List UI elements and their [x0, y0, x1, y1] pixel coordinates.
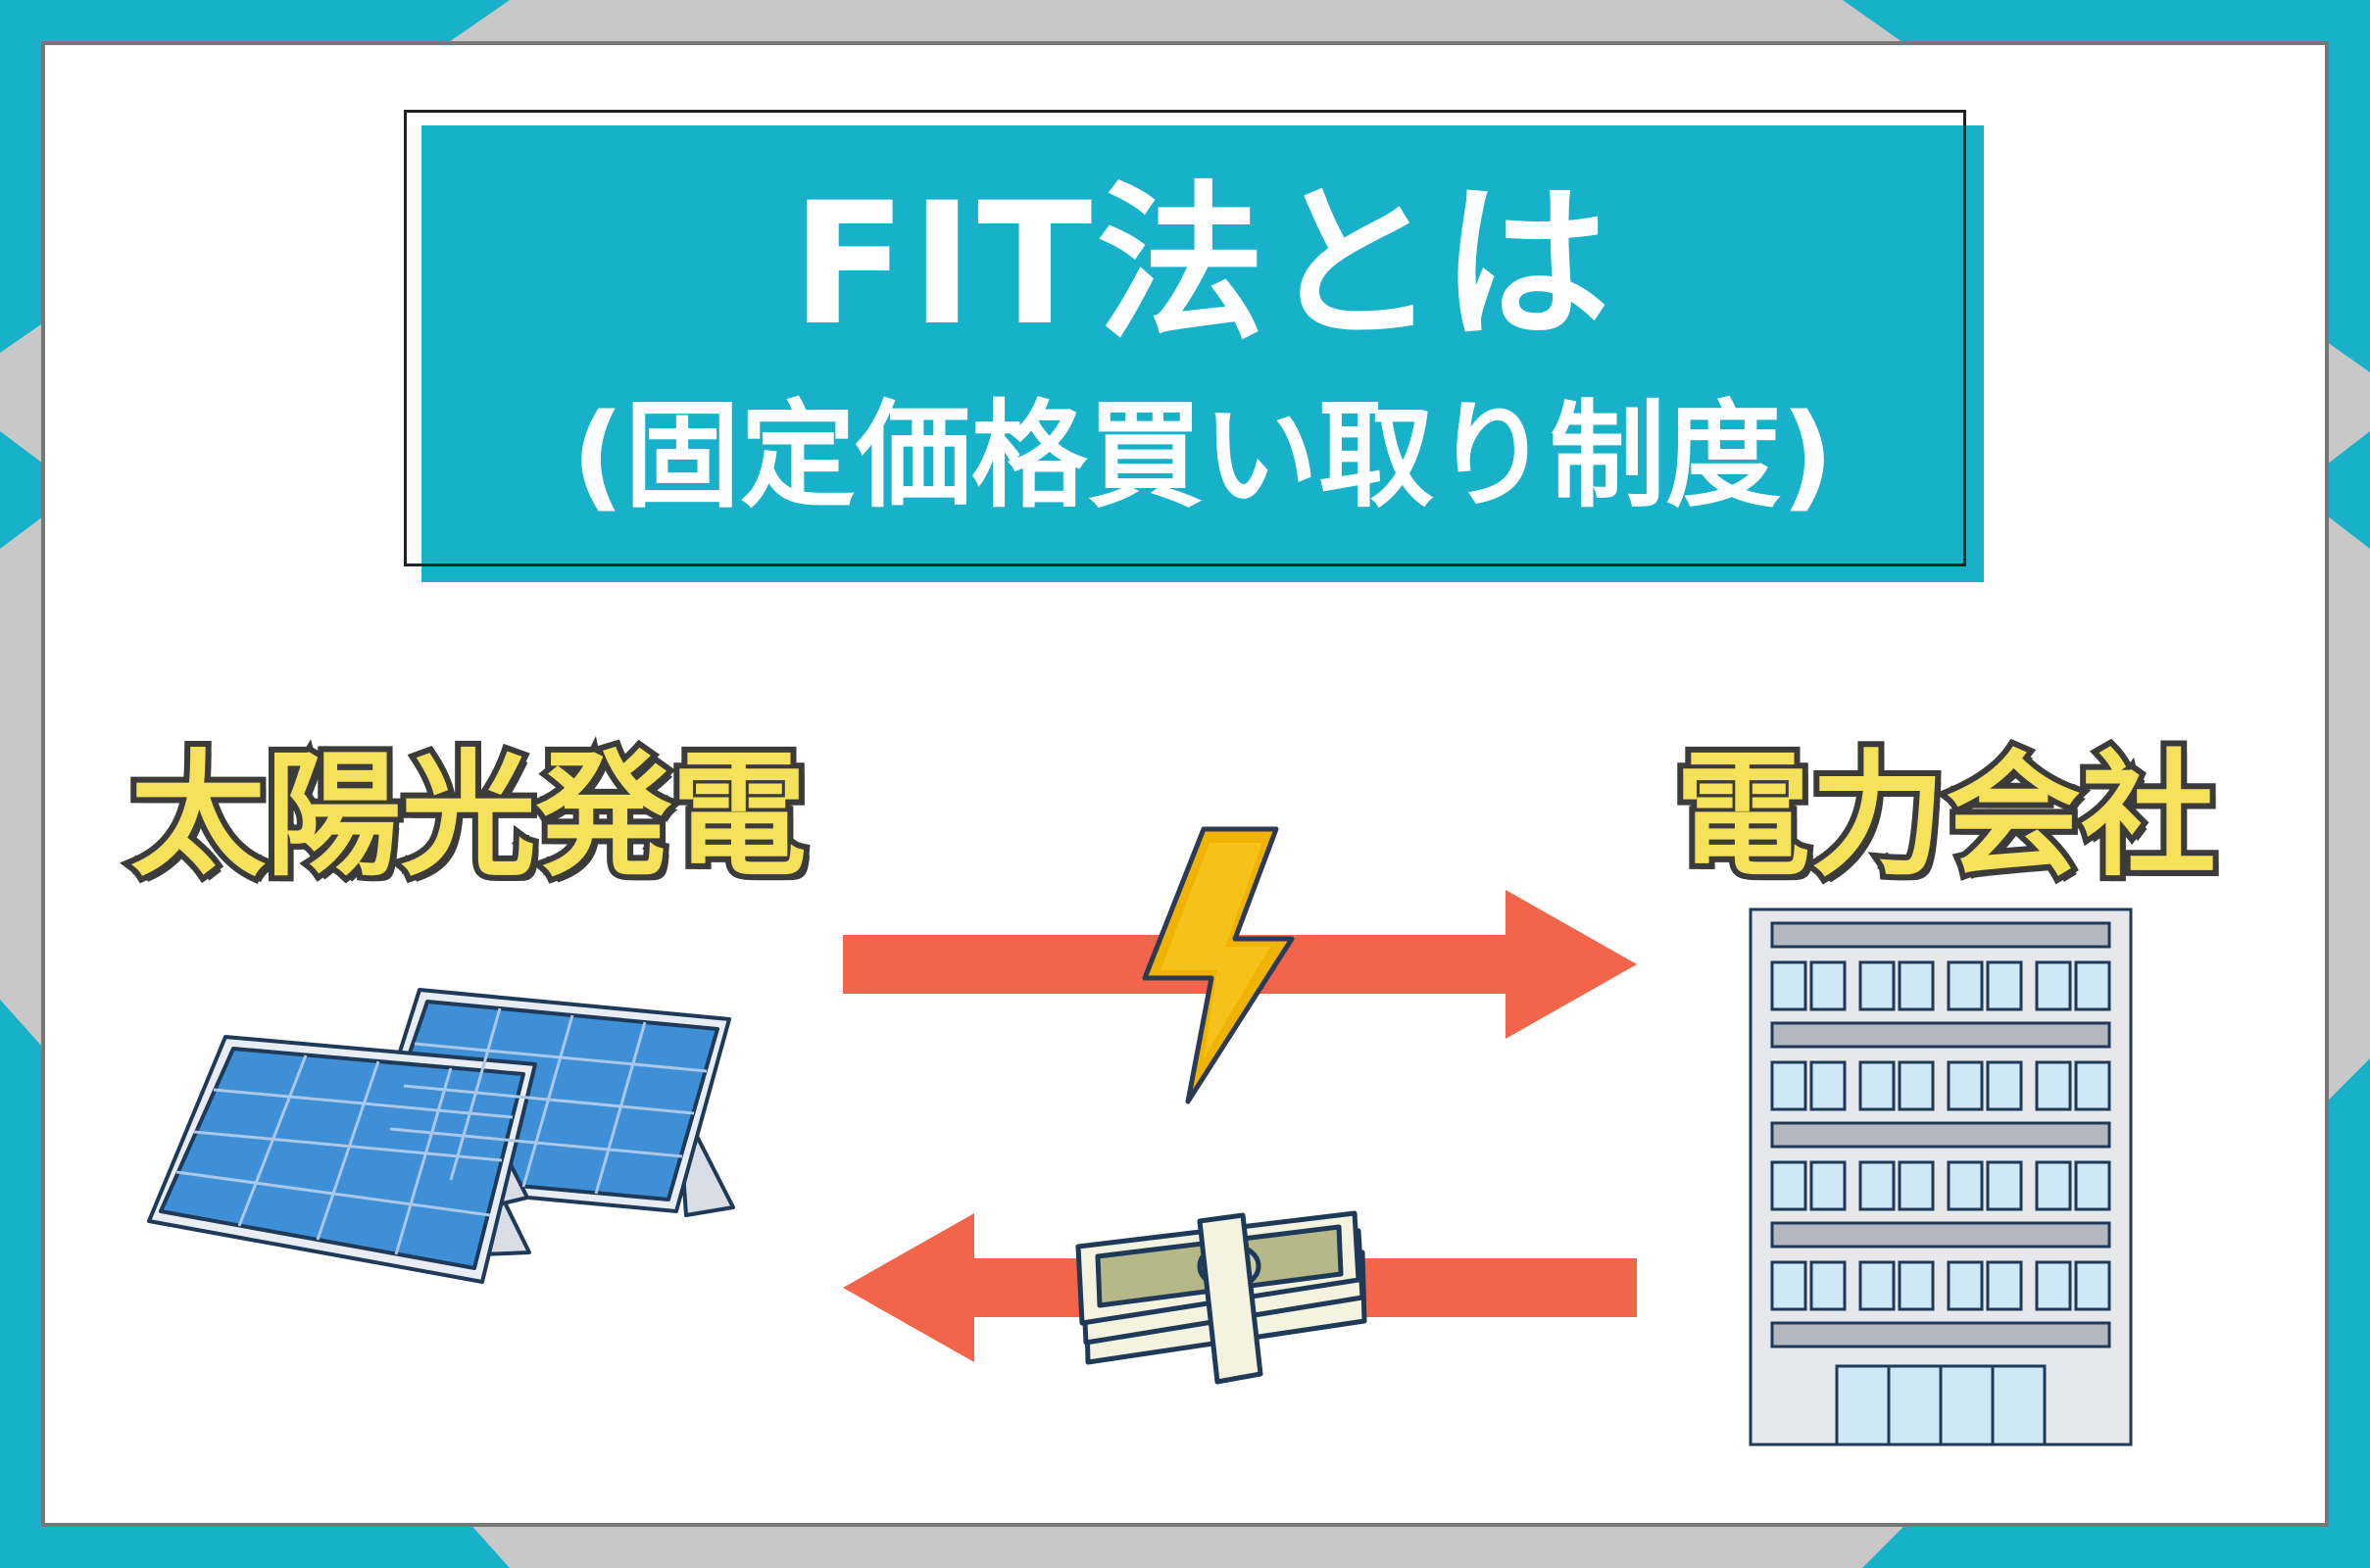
- building-window: [2074, 960, 2111, 1011]
- solar-panels-icon: [147, 988, 735, 1284]
- building-window: [1898, 960, 1935, 1011]
- building-window: [1770, 960, 1807, 1011]
- building-window: [1898, 1160, 1935, 1211]
- building-window: [1986, 1260, 2023, 1311]
- power-company-label: 電力会社: [1669, 731, 2222, 901]
- building-window: [1858, 1060, 1896, 1111]
- money-bundle-icon: [1075, 1210, 1367, 1385]
- building-window: [1947, 1060, 1984, 1111]
- building-window: [2035, 1160, 2072, 1211]
- building-window: [1809, 1060, 1847, 1111]
- title-subtitle: (固定価格買い取り制度): [571, 388, 1834, 523]
- title-banner: FIT法とは (固定価格買い取り制度): [421, 125, 1984, 582]
- title-outline: [404, 110, 1966, 566]
- building-window: [1809, 1260, 1847, 1311]
- building-window: [1947, 1160, 1984, 1211]
- building-window: [1986, 1060, 2023, 1111]
- building-window: [1898, 1260, 1935, 1311]
- building-window: [1858, 1260, 1896, 1311]
- building-window: [1809, 960, 1847, 1011]
- building-window: [2035, 960, 2072, 1011]
- building-window: [2035, 1260, 2072, 1311]
- solar-power-label: 太陽光発電: [124, 731, 813, 901]
- building-window: [1947, 960, 1984, 1011]
- building-window: [2074, 1160, 2111, 1211]
- building-window: [1770, 1060, 1807, 1111]
- building-window: [2035, 1060, 2072, 1111]
- building-window: [1858, 960, 1896, 1011]
- office-building-icon: [1749, 907, 2133, 1446]
- building-window: [2074, 1060, 2111, 1111]
- lightning-bolt-icon: [1142, 826, 1295, 1104]
- building-window: [2074, 1260, 2111, 1311]
- building-window: [1947, 1260, 1984, 1311]
- building-window: [1770, 1260, 1807, 1311]
- title-main: FIT法とは: [791, 166, 1614, 363]
- building-window: [1986, 960, 2023, 1011]
- building-window: [1770, 1160, 1807, 1211]
- building-window: [1898, 1060, 1935, 1111]
- building-window: [1809, 1160, 1847, 1211]
- building-window: [1858, 1160, 1896, 1211]
- building-window: [1986, 1160, 2023, 1211]
